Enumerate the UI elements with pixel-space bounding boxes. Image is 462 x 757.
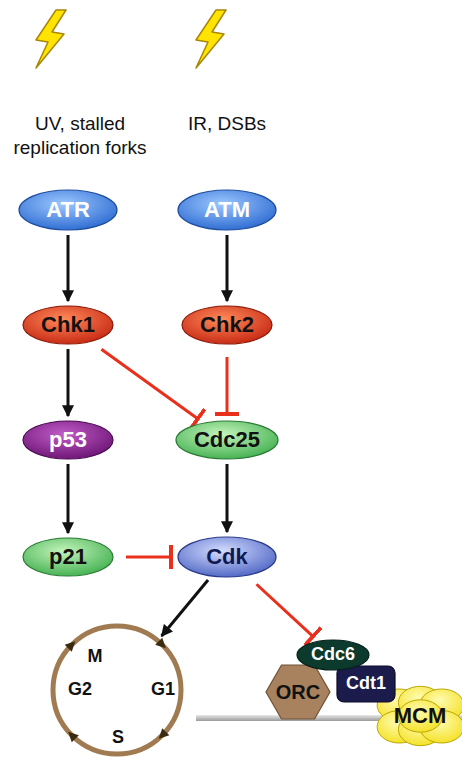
cycle-arrowhead (65, 728, 79, 742)
node-label: p21 (49, 545, 87, 569)
orc-hexagon: ORC (265, 664, 331, 720)
phase-label: S (112, 728, 124, 748)
inhibition-line (226, 357, 229, 414)
kinase-ellipse: Cdk (177, 536, 277, 578)
checkpoint-ellipse-outline (23, 306, 113, 344)
node-label: ORC (276, 681, 320, 703)
checkpoint-ellipse: Chk1 (22, 305, 114, 345)
node-label: Cdt1 (346, 674, 386, 694)
protein-ellipse: Cdc25 (175, 420, 279, 460)
node-label: p53 (49, 428, 87, 452)
cycle-arrowhead (155, 728, 169, 742)
activation-arrow (226, 464, 229, 532)
node-label: Chk2 (200, 313, 254, 337)
inhibition-line (126, 556, 171, 559)
protein-ellipse: p53 (22, 420, 114, 460)
inhibition-line (101, 349, 197, 419)
kinase-ellipse-outline (19, 190, 117, 230)
protein-ellipse: p21 (22, 537, 114, 577)
orc-hexagon-outline (266, 665, 330, 719)
lightning-bolt (196, 10, 226, 68)
node-label: ATR (46, 198, 90, 222)
protein-ellipse-outline (23, 421, 113, 459)
phase-label: G1 (151, 680, 175, 700)
kinase-ellipse: ATM (177, 189, 277, 231)
kinase-ellipse-outline (178, 537, 276, 577)
cycle-arrowhead (155, 638, 169, 652)
node-label: Cdc6 (311, 645, 355, 665)
licensing-factor-outline (337, 666, 395, 702)
activation-arrow (67, 349, 70, 416)
stimulus-label: IR, DSBs (167, 112, 287, 136)
phase-label: G2 (68, 680, 92, 700)
activation-arrow (67, 235, 70, 301)
cycle-arrowhead (65, 638, 79, 652)
activation-arrow (67, 464, 70, 533)
licensing-factor: Cdc6 (296, 639, 370, 671)
lightning-bolt (36, 10, 66, 68)
stimulus-label: UV, stalled replication forks (4, 112, 156, 160)
checkpoint-ellipse-outline (182, 306, 272, 344)
node-label: ATM (204, 198, 250, 222)
checkpoint-ellipse: Chk2 (181, 305, 273, 345)
cell-cycle-circle: M G2 G1S (49, 622, 185, 757)
node-label: Cdc25 (194, 428, 260, 452)
node-label: Chk1 (41, 313, 95, 337)
node-label: MCM (394, 704, 447, 728)
activation-arrow (226, 235, 229, 301)
activation-arrow (162, 580, 208, 636)
protein-ellipse-outline (23, 538, 113, 576)
protein-ellipse-outline (176, 421, 278, 459)
licensing-factor-outline (297, 640, 369, 670)
kinase-ellipse: ATR (18, 189, 118, 231)
kinase-ellipse-outline (178, 190, 276, 230)
licensing-factor: Cdt1 (336, 665, 396, 703)
inhibition-line (256, 584, 312, 636)
node-label: Cdk (206, 545, 248, 569)
mcm-helicase: MCM (378, 689, 462, 743)
cycle-ring (53, 626, 181, 754)
phase-label: M (88, 647, 103, 667)
